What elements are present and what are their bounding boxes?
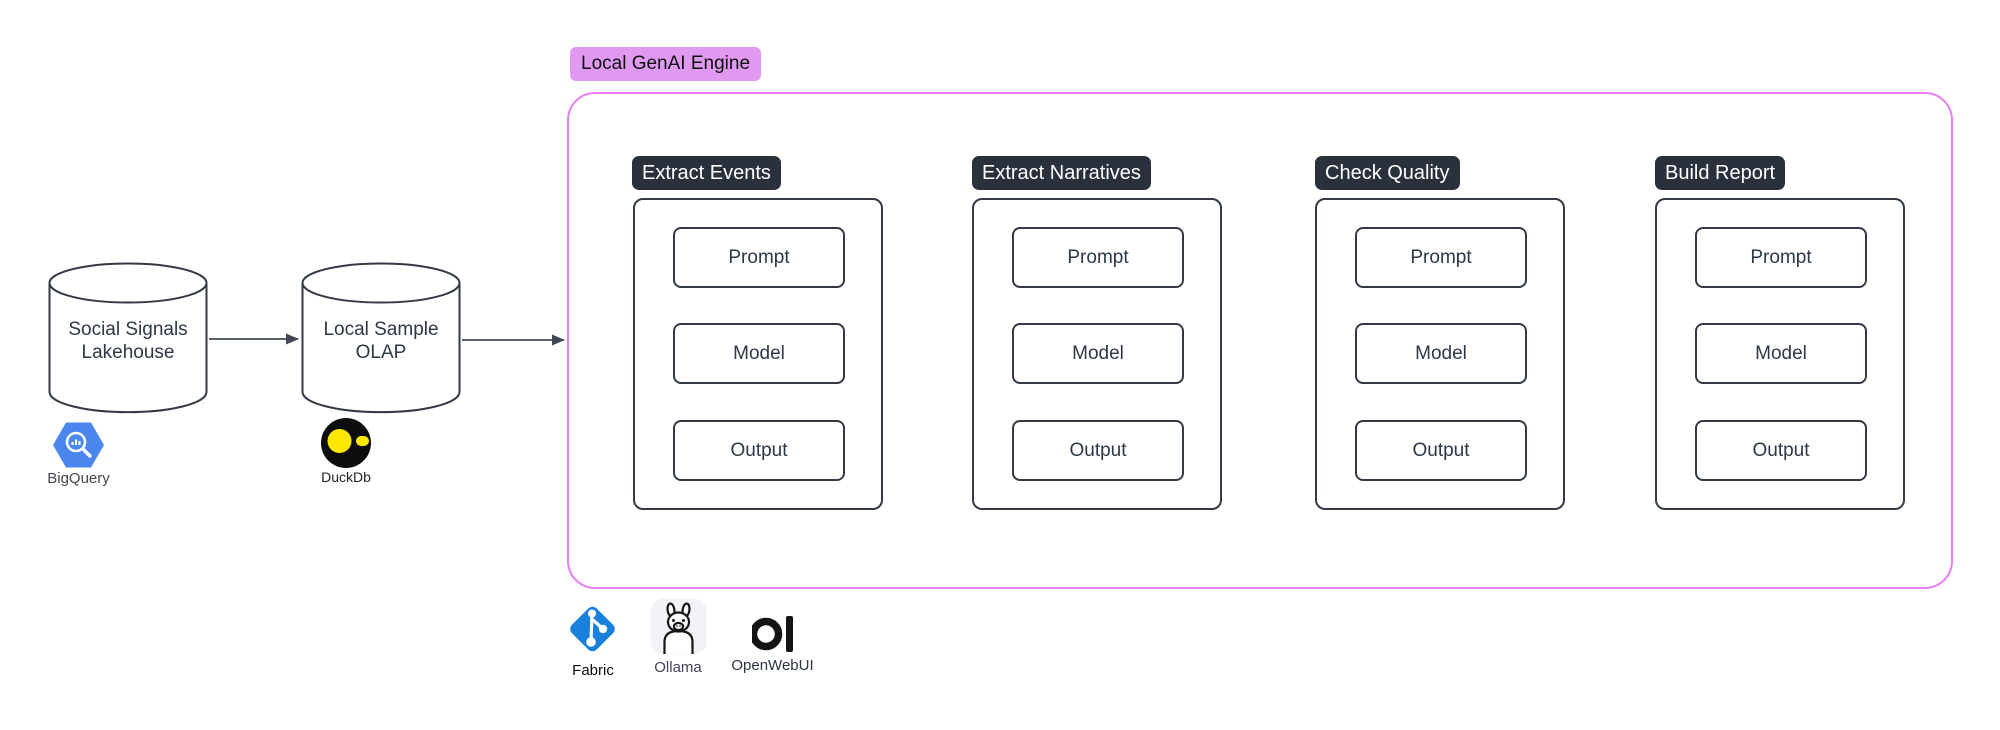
model-box: Model bbox=[1355, 323, 1527, 384]
prompt-box: Prompt bbox=[1355, 227, 1527, 288]
ollama-icon bbox=[650, 598, 707, 655]
output-box: Output bbox=[1012, 420, 1184, 481]
duckdb-icon bbox=[321, 418, 371, 468]
cylinder-label-line2: Lakehouse bbox=[81, 342, 175, 363]
ollama-caption: Ollama bbox=[654, 659, 702, 676]
stage-extract-narratives: Prompt Model Output bbox=[972, 198, 1222, 510]
stage-build-report: Prompt Model Output bbox=[1655, 198, 1905, 510]
output-box: Output bbox=[1695, 420, 1867, 481]
model-box: Model bbox=[1012, 323, 1184, 384]
fabric-icon bbox=[570, 606, 615, 652]
cylinder-label-line1: Local Sample bbox=[323, 319, 439, 340]
prompt-box: Prompt bbox=[1012, 227, 1184, 288]
output-box: Output bbox=[673, 420, 845, 481]
model-box: Model bbox=[673, 323, 845, 384]
local-genai-engine-tag: Local GenAI Engine bbox=[570, 47, 762, 81]
model-box: Model bbox=[1695, 323, 1867, 384]
db-local-sample-olap: Local Sample OLAP bbox=[301, 262, 461, 414]
prompt-box: Prompt bbox=[673, 227, 845, 288]
cylinder-label: Local Sample OLAP bbox=[301, 318, 461, 364]
stage-label-check-quality: Check Quality bbox=[1315, 156, 1460, 190]
bigquery-icon bbox=[53, 422, 104, 468]
openwebui-caption: OpenWebUI bbox=[731, 657, 814, 674]
cylinder-shape bbox=[301, 262, 461, 414]
duckdb-caption: DuckDb bbox=[321, 469, 371, 485]
stage-label-extract-events: Extract Events bbox=[632, 156, 781, 190]
openwebui-icon bbox=[752, 616, 793, 652]
cylinder-label-line1: Social Signals bbox=[68, 319, 188, 340]
stage-label-extract-narratives: Extract Narratives bbox=[972, 156, 1151, 190]
cylinder-label: Social Signals Lakehouse bbox=[48, 318, 208, 364]
db-social-signals-lakehouse: Social Signals Lakehouse bbox=[48, 262, 208, 414]
fabric-caption: Fabric bbox=[572, 662, 614, 679]
bigquery-caption: BigQuery bbox=[47, 470, 110, 487]
stage-label-build-report: Build Report bbox=[1655, 156, 1786, 190]
output-box: Output bbox=[1355, 420, 1527, 481]
stage-extract-events: Prompt Model Output bbox=[633, 198, 883, 510]
stage-check-quality: Prompt Model Output bbox=[1315, 198, 1565, 510]
cylinder-label-line2: OLAP bbox=[355, 342, 407, 363]
prompt-box: Prompt bbox=[1695, 227, 1867, 288]
cylinder-shape bbox=[48, 262, 208, 414]
